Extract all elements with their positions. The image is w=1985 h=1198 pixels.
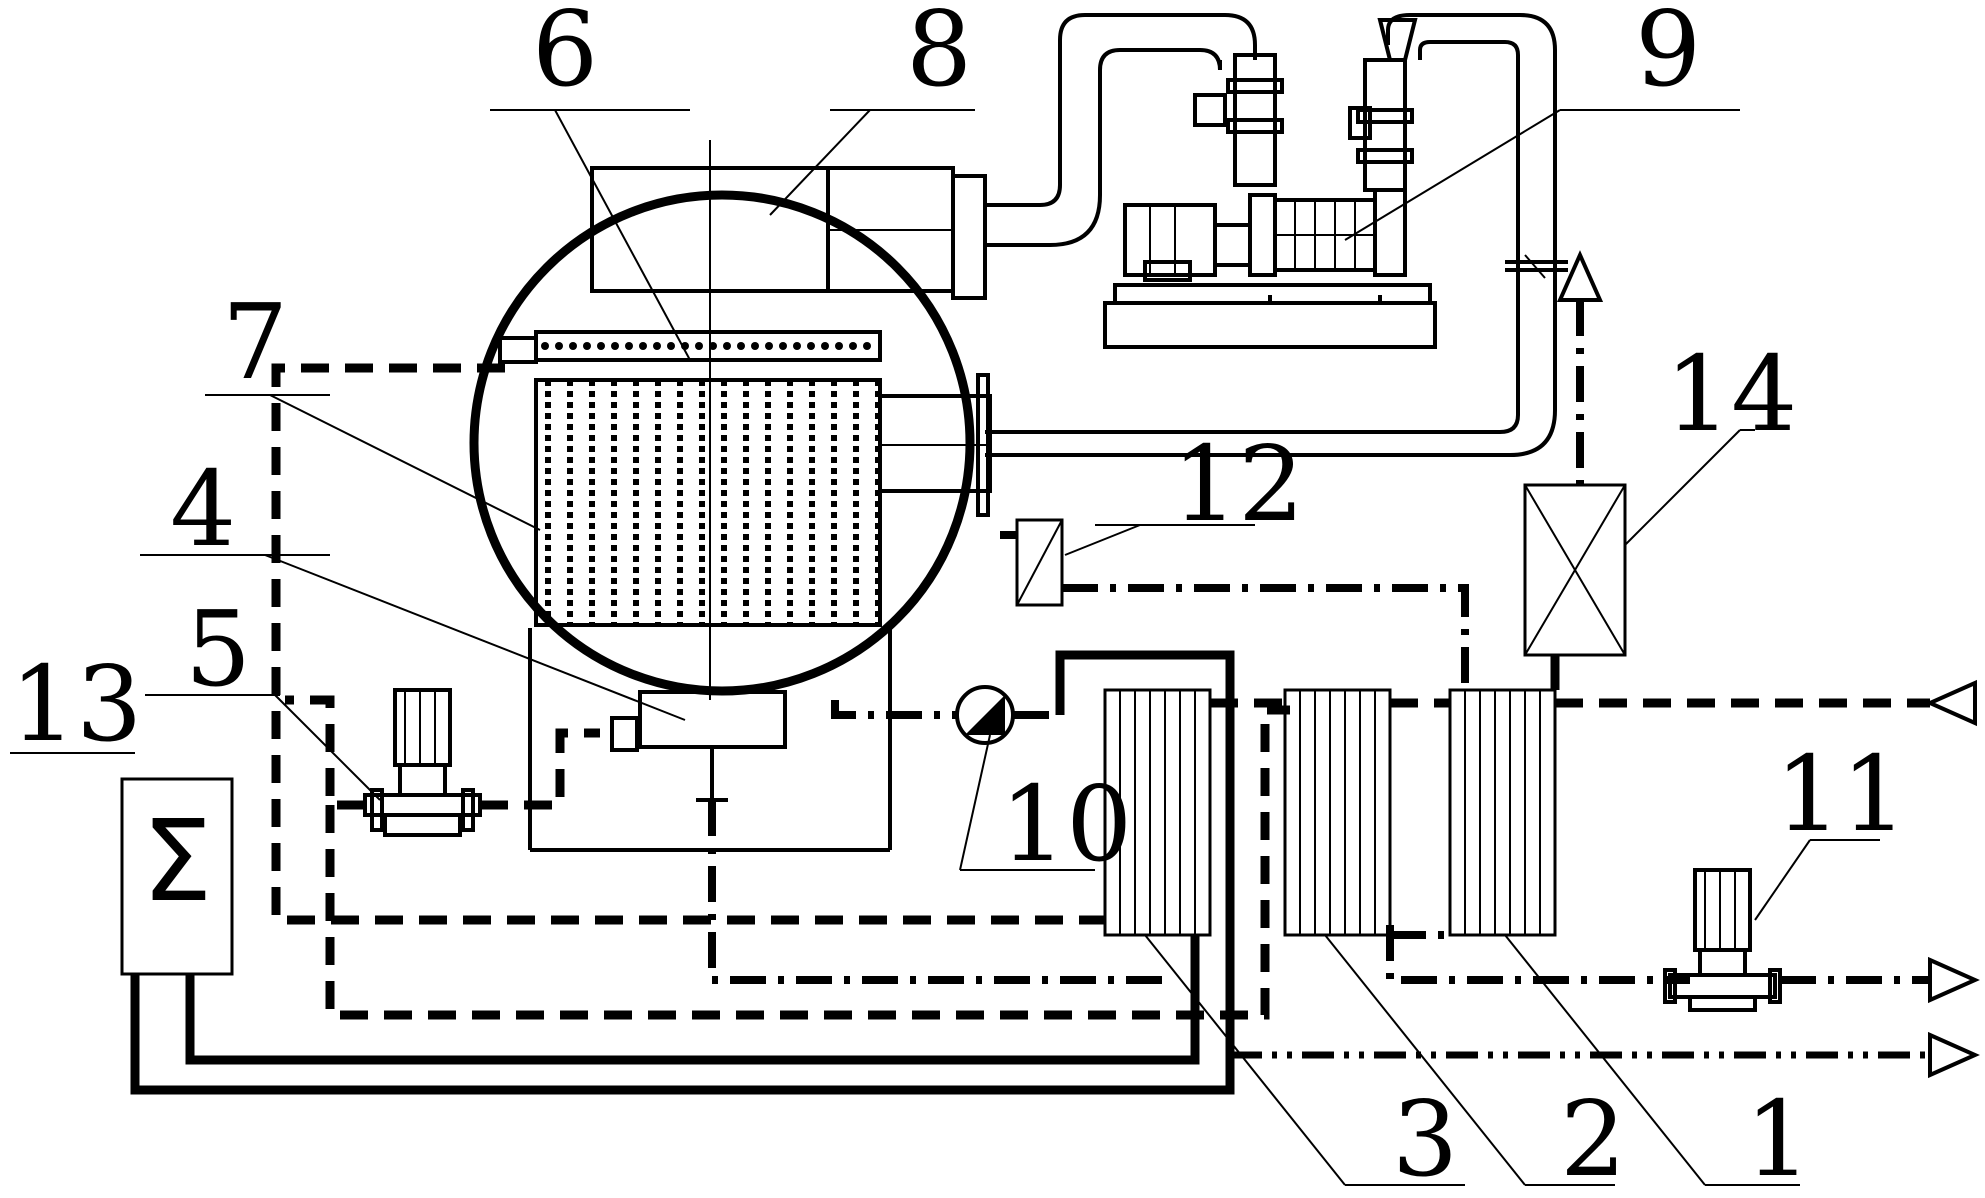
component-12-sensor [1015, 518, 1064, 607]
inlet-arrow [1925, 679, 1977, 727]
component-4-sump [638, 690, 787, 749]
spray-nozzle [751, 342, 759, 350]
spray-nozzle [597, 342, 605, 350]
component-8-casing [590, 166, 1020, 300]
label-8: 8 [906, 0, 972, 110]
spray-nozzle [723, 342, 731, 350]
outlet-arrow [1928, 956, 1980, 1079]
component-5-pump [363, 688, 482, 837]
label-11: 11 [1775, 733, 1907, 855]
spray-nozzle [765, 342, 773, 350]
callout-labels: 6 8 9 7 4 12 14 5 13 10 11 3 2 1 [10, 0, 1907, 1198]
dashed-loop-7 [271, 363, 1105, 925]
spray-nozzle [569, 342, 577, 350]
spray-nozzle [695, 342, 703, 350]
label-3: 3 [1392, 1078, 1458, 1198]
spray-nozzle [653, 342, 661, 350]
component-9-fan-unit [1103, 18, 1437, 349]
spray-nozzle [667, 342, 675, 350]
label-1: 1 [1745, 1078, 1811, 1198]
spray-nozzle [583, 342, 591, 350]
component-10-pump [955, 685, 1015, 745]
spray-nozzle [737, 342, 745, 350]
spray-nozzle [807, 342, 815, 350]
spray-nozzle [611, 342, 619, 350]
component-3-exchanger [1103, 688, 1212, 937]
label-9: 9 [1635, 0, 1701, 110]
spray-nozzle [625, 342, 633, 350]
spray-nozzle [709, 342, 717, 350]
label-14: 14 [1665, 333, 1797, 455]
spray-nozzle [541, 342, 549, 350]
spray-nozzle [821, 342, 829, 350]
component-2-exchanger [1283, 688, 1392, 937]
label-10: 10 [1000, 763, 1132, 885]
label-7: 7 [222, 281, 288, 403]
label-4: 4 [170, 448, 236, 570]
spray-nozzle [835, 342, 843, 350]
component-1-exchanger [1448, 688, 1557, 937]
component-7-tube-bundle [534, 378, 882, 627]
label-12: 12 [1172, 423, 1304, 545]
component-11-pump [1663, 868, 1782, 1012]
spray-nozzle [555, 342, 563, 350]
dashed-loop-5 [285, 695, 1290, 1020]
label-5: 5 [185, 588, 251, 710]
spray-nozzle [863, 342, 871, 350]
duct-pipe [985, 13, 1568, 457]
dash-dot-lines [708, 300, 1930, 1059]
spray-nozzle [779, 342, 787, 350]
spray-nozzle [849, 342, 857, 350]
sigma-symbol: Σ [142, 797, 213, 927]
label-13: 13 [10, 643, 142, 765]
component-14-filter [1523, 483, 1627, 657]
spray-nozzle [793, 342, 801, 350]
leader-lines [10, 109, 1880, 1186]
exhaust-arrow [1556, 250, 1604, 302]
label-6: 6 [532, 0, 598, 110]
spray-nozzle [639, 342, 647, 350]
component-13-summator: Σ [120, 777, 234, 976]
label-2: 2 [1560, 1078, 1626, 1198]
component-vessel [469, 140, 992, 852]
